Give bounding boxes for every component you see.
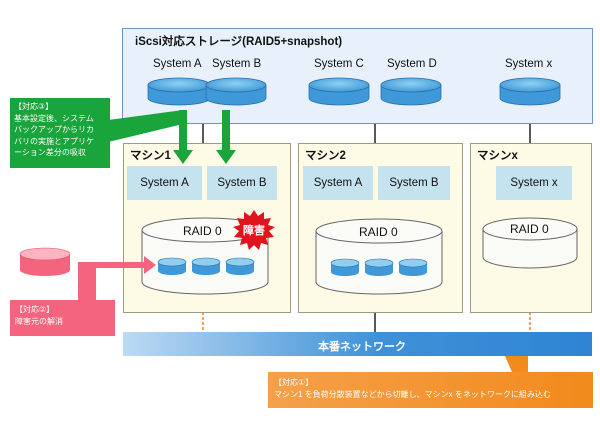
storage-title: iScsi対応ストレージ(RAID5+snapshot)	[135, 36, 343, 48]
pink-arrow-head-icon	[144, 256, 156, 274]
storage-system-x-label: System x	[505, 58, 553, 70]
machine-x-title: マシンx	[477, 150, 518, 162]
machine-2-vm-b: System B	[378, 166, 450, 200]
callout-3-title: 【対応③】	[14, 102, 54, 111]
pink-arrow-shaft	[78, 262, 146, 268]
pink-callout-pointer	[78, 262, 96, 300]
storage-panel	[122, 28, 593, 124]
machine-1-disk-2-icon	[191, 257, 221, 275]
machine-2-disk-1-icon	[330, 258, 360, 276]
storage-system-b-label: System B	[212, 58, 262, 70]
green-arrow-to-vm-b-icon	[216, 110, 236, 164]
callout-3-line-3: バリの実施とアプリケ	[14, 136, 94, 146]
callout-1: 【対応①】 マシン1 を負荷分散装置などから切離し、マシンx をネットワークに組…	[268, 372, 593, 408]
machine-x-vm-x: System x	[496, 166, 572, 200]
storage-disk-d-icon	[380, 77, 442, 106]
storage-system-a-label: System A	[153, 58, 202, 70]
storage-system-d-label: System D	[387, 58, 437, 70]
callout-2: 【対応②】 障害元の解消	[10, 300, 115, 336]
storage-disk-x-icon	[499, 77, 561, 106]
storage-system-c-label: System C	[314, 58, 364, 70]
network-bar	[123, 332, 592, 356]
callout-1-title: 【対応①】	[274, 378, 314, 387]
network-label: 本番ネットワーク	[318, 341, 406, 353]
callout-3-line-4: ーション差分の吸収	[14, 148, 86, 157]
machine-2-raid-label: RAID 0	[359, 225, 398, 239]
machine-2-disk-3-icon	[398, 258, 428, 276]
callout-2-line-1: 障害元の解消	[15, 316, 63, 326]
failure-starburst-icon	[233, 210, 275, 250]
callout-3-line-2: バックアップからリカ	[14, 125, 94, 134]
removed-faulty-disk-icon	[19, 247, 71, 276]
storage-disk-b-icon	[205, 77, 267, 106]
storage-disk-c-icon	[308, 77, 370, 106]
machine-1-disk-3-icon	[225, 257, 255, 275]
machine-1-disk-1-icon	[157, 257, 187, 275]
machine-2-disk-2-icon	[364, 258, 394, 276]
machine-x-raid-label: RAID 0	[510, 222, 549, 236]
green-arrow-to-vm-a-icon	[173, 110, 193, 164]
machine-1-title: マシン1	[130, 150, 171, 162]
machine-1-vm-b: System B	[207, 166, 277, 200]
machine-2-title: マシン2	[305, 150, 346, 162]
callout-3: 【対応③】 基本設定後、システム バックアップからリカ バリの実施とアプリケ ー…	[10, 98, 110, 168]
callout-3-line-1: 基本設定後、システム	[14, 113, 94, 123]
failure-badge-text: 障害	[243, 225, 265, 237]
callout-1-line-1: マシン1 を負荷分散装置などから切離し、マシンx をネットワークに組み込む	[274, 389, 551, 399]
green-callout-pointer	[108, 110, 183, 142]
callout-2-title: 【対応②】	[15, 305, 55, 314]
machine-1-vm-a: System A	[127, 166, 202, 200]
machine-2-vm-a: System A	[303, 166, 373, 200]
storage-disk-a-icon	[147, 77, 211, 106]
machine-1-raid-label: RAID 0	[183, 224, 222, 238]
machine-x-raid-cylinder	[482, 217, 578, 269]
